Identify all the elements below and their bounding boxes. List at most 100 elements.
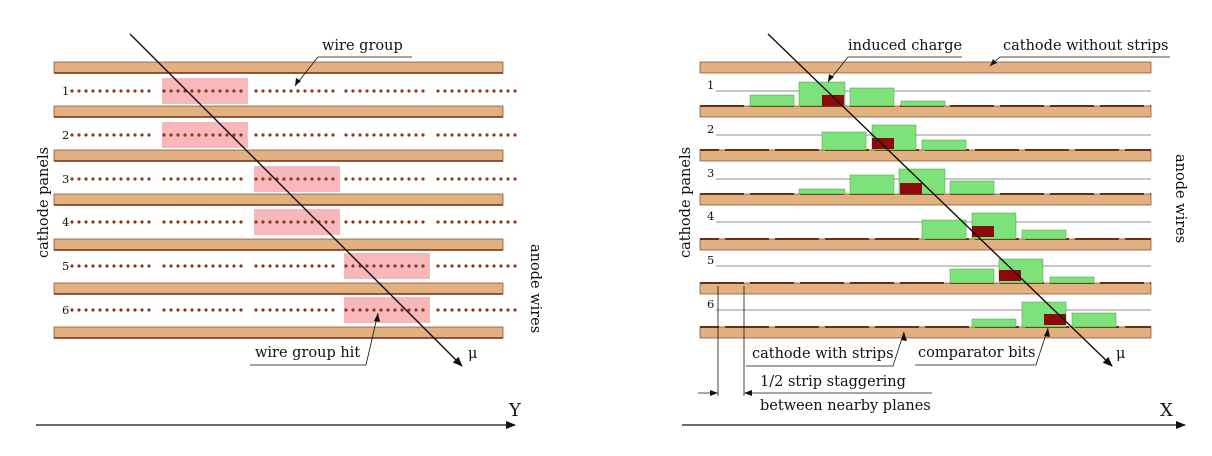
anode-wire: [169, 133, 173, 137]
plane-number: 4: [707, 209, 714, 223]
right-comparator-bits: [822, 95, 1066, 325]
anode-wire: [211, 177, 215, 181]
comparator-bit: [872, 138, 894, 149]
anode-wire: [436, 308, 440, 312]
anode-wire: [344, 89, 348, 93]
plane-number: 2: [62, 128, 69, 142]
anode-wire: [176, 220, 180, 224]
wire-group-hit-label: wire group hit: [255, 345, 360, 361]
anode-wire: [70, 89, 74, 93]
anode-wire: [450, 89, 454, 93]
anode-wire: [457, 264, 461, 268]
anode-wire: [296, 133, 300, 137]
anode-wire: [183, 220, 187, 224]
anode-wire: [457, 220, 461, 224]
anode-wire: [176, 89, 180, 93]
anode-wire: [478, 220, 482, 224]
anode-wire: [485, 177, 489, 181]
anode-wire: [98, 220, 102, 224]
anode-wire: [407, 177, 411, 181]
anode-wire: [254, 177, 258, 181]
right-cathode-bars: [699, 61, 1152, 339]
right-muon-track: [767, 33, 1113, 367]
plane-number: 5: [707, 253, 714, 267]
anode-wire: [379, 264, 383, 268]
cathode-with-strips: [699, 326, 1152, 339]
anode-wire: [400, 133, 404, 137]
anode-wire: [324, 308, 328, 312]
right-mu-label: μ: [1116, 346, 1125, 362]
anode-wire: [261, 89, 265, 93]
anode-wire: [386, 220, 390, 224]
anode-wire: [126, 177, 130, 181]
anode-wire: [190, 220, 194, 224]
anode-wire: [225, 133, 229, 137]
anode-wire: [275, 133, 279, 137]
anode-wire: [310, 89, 314, 93]
cathode-without-strips-label: cathode without strips: [1003, 38, 1168, 54]
anode-wire: [344, 308, 348, 312]
anode-wire: [499, 220, 503, 224]
anode-wire: [183, 308, 187, 312]
anode-wire: [176, 133, 180, 137]
anode-wire: [303, 264, 307, 268]
anode-wire: [358, 133, 362, 137]
anode-wire: [492, 220, 496, 224]
cathode-with-strips: [699, 282, 1152, 295]
anode-wire: [70, 264, 74, 268]
anode-wire: [77, 220, 81, 224]
anode-wire: [457, 89, 461, 93]
anode-wire: [105, 133, 109, 137]
anode-wire: [133, 89, 137, 93]
induced-charge-bar: [921, 139, 967, 151]
anode-wire: [162, 264, 166, 268]
anode-wire: [310, 308, 314, 312]
induced-charge-bar: [900, 100, 946, 107]
anode-wire: [513, 264, 517, 268]
anode-wire: [379, 308, 383, 312]
anode-wire: [77, 308, 81, 312]
anode-wire: [225, 89, 229, 93]
anode-wire: [140, 89, 144, 93]
anode-wire: [204, 308, 208, 312]
plane-number: 5: [62, 259, 69, 273]
cathode-bar: [53, 282, 504, 295]
anode-wire: [140, 133, 144, 137]
anode-wire: [379, 133, 383, 137]
anode-wire: [358, 308, 362, 312]
anode-wire: [98, 308, 102, 312]
anode-wire: [478, 308, 482, 312]
anode-wire: [232, 177, 236, 181]
anode-wire: [275, 220, 279, 224]
anode-wire: [331, 308, 335, 312]
anode-wire: [414, 264, 418, 268]
anode-wire: [268, 89, 272, 93]
x-axis-label: X: [1160, 400, 1173, 421]
left-anode-wire-dots: [70, 89, 517, 312]
anode-wire: [239, 220, 243, 224]
anode-wire: [421, 308, 425, 312]
anode-wire: [197, 308, 201, 312]
anode-wire: [112, 89, 116, 93]
anode-wire: [351, 308, 355, 312]
anode-wire: [414, 133, 418, 137]
anode-wire: [176, 264, 180, 268]
anode-wire: [261, 220, 265, 224]
anode-wire: [365, 264, 369, 268]
anode-wire: [296, 220, 300, 224]
anode-wire: [261, 133, 265, 137]
anode-wire: [289, 264, 293, 268]
anode-wire: [84, 177, 88, 181]
anode-wire: [372, 177, 376, 181]
anode-wire: [162, 220, 166, 224]
anode-wire: [282, 308, 286, 312]
anode-wire: [289, 89, 293, 93]
plane-number: 1: [62, 84, 69, 98]
anode-wire: [464, 177, 468, 181]
anode-wire: [464, 89, 468, 93]
anode-wire: [268, 177, 272, 181]
cathode-with-strips: [699, 149, 1152, 162]
anode-wire: [400, 220, 404, 224]
